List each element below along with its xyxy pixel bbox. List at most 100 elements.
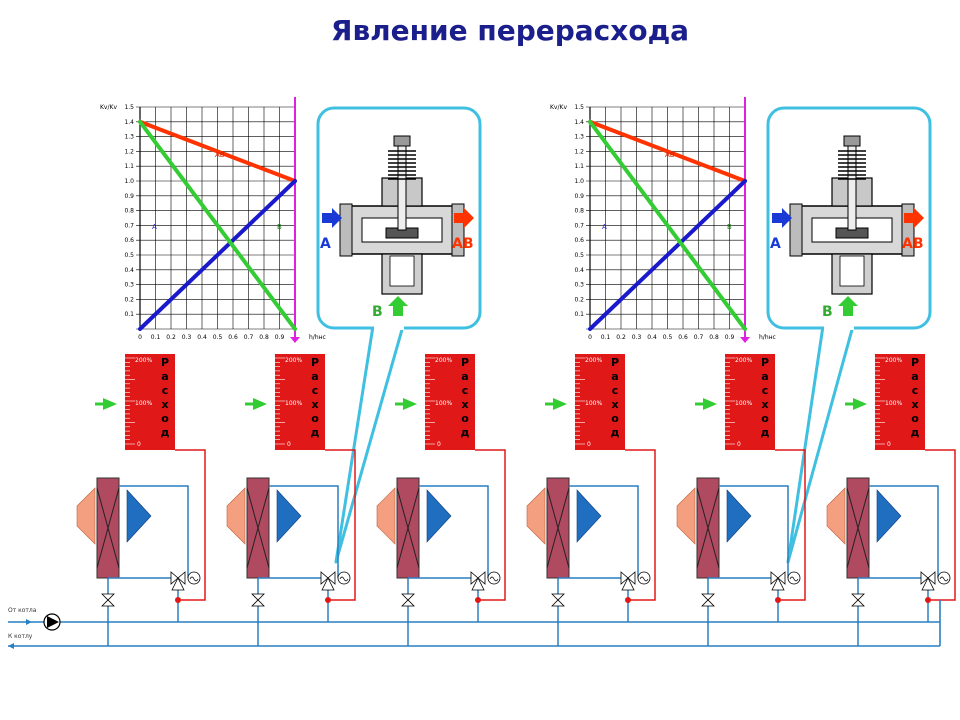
gauge-letter: о: [611, 412, 619, 425]
x-tick-label: 0.7: [244, 334, 254, 341]
three-way-valve-left: [620, 571, 629, 585]
heat-out-arrow: [276, 489, 302, 543]
x-tick-label: 0.3: [632, 334, 642, 341]
y-tick-label: 0.1: [574, 311, 584, 318]
flow-gauge: [875, 354, 925, 450]
x-tick-label: 0.5: [213, 334, 223, 341]
x-tick-label: 0.9: [725, 334, 735, 341]
supply-branch-pipe: [419, 485, 489, 578]
x-tick-label: 0: [138, 334, 142, 341]
port-b-arrow: [388, 296, 408, 316]
callout-join: [824, 320, 854, 330]
exchanger-cross-2: [396, 487, 420, 569]
series-label-b: B: [277, 223, 282, 231]
actuator-symbol: [489, 576, 499, 582]
balancing-valve-top: [251, 593, 265, 601]
actuator-symbol: [639, 576, 649, 582]
gauge-letter: Р: [911, 356, 919, 369]
x-tick-label: 0.7: [694, 334, 704, 341]
port-a-arrow: [322, 208, 342, 228]
exchanger-cross-2: [546, 487, 570, 569]
three-way-valve-left: [920, 571, 929, 585]
x-tick-label: 0.3: [182, 334, 192, 341]
balancing-valve-top: [851, 593, 865, 601]
gauge-letter: х: [611, 398, 618, 411]
y-tick-label: 0.1: [124, 311, 134, 318]
supply-branch-pipe: [569, 485, 639, 578]
y-tick-label: 1.0: [124, 178, 134, 185]
gauge-label-top: 200%: [885, 357, 902, 364]
actuator-symbol: [189, 576, 199, 582]
three-way-valve-bottom: [921, 577, 935, 591]
gauge-letter: х: [911, 398, 918, 411]
actuator-symbol: [339, 576, 349, 582]
supply-label: От котла: [8, 607, 37, 614]
exchanger-cross-2: [846, 487, 870, 569]
gauge-letter: х: [311, 398, 318, 411]
three-way-valve-left: [470, 571, 479, 585]
series-label-ab: AB: [215, 151, 225, 159]
gauge-label-top: 200%: [285, 357, 302, 364]
heat-out-arrow: [126, 489, 152, 543]
port-b-label: B: [372, 304, 383, 320]
x-tick-label: 0.2: [166, 334, 176, 341]
gauge-pointer-arrow: [253, 398, 267, 410]
flow-gauge: [275, 354, 325, 450]
series-label-a: A: [602, 223, 607, 231]
valve-stem-top: [393, 135, 411, 147]
gauge-pointer-arrow: [553, 398, 567, 410]
gauge-letter: Р: [761, 356, 769, 369]
valve-bottom-bore: [839, 255, 865, 287]
gauge-letter: х: [761, 398, 768, 411]
heat-in-arrow: [376, 487, 396, 545]
x-tick-label: 0: [588, 334, 592, 341]
valve-actuator: [337, 571, 351, 585]
valve-bottom-bore: [389, 255, 415, 287]
series-line-b: [588, 119, 747, 331]
gauge-letter: д: [911, 426, 920, 439]
gauge-pipe: [475, 449, 506, 601]
gauge-letter: д: [611, 426, 620, 439]
y-tick-label: 1.5: [574, 104, 584, 111]
gauge-label-mid: 100%: [285, 400, 302, 407]
three-way-valve-bottom: [471, 577, 485, 591]
gauge-label-zero: 0: [137, 441, 141, 448]
return-flow-arrow: [8, 643, 14, 649]
gauge-label-zero: 0: [587, 441, 591, 448]
heat-out-arrow: [576, 489, 602, 543]
gauge-letter: с: [612, 384, 619, 397]
heat-in-arrow: [526, 487, 546, 545]
gauge-pipe: [175, 449, 206, 601]
sensor-dot: [775, 597, 781, 603]
y-tick-label: 1.3: [124, 134, 134, 141]
x-tick-label: 0.9: [275, 334, 285, 341]
heat-in-arrow: [226, 487, 246, 545]
supply-branch-pipe: [869, 485, 939, 578]
series-line-ab: [588, 119, 747, 183]
gauge-label-zero: 0: [887, 441, 891, 448]
exchanger-cross-2: [96, 487, 120, 569]
supply-flow-arrow: [26, 619, 32, 625]
x-axis-label: h/hнс: [309, 334, 326, 341]
three-way-valve-bottom: [771, 577, 785, 591]
x-tick-label: 0.5: [663, 334, 673, 341]
gauge-letter: о: [911, 412, 919, 425]
three-way-valve-right: [177, 571, 186, 585]
three-way-valve-bottom: [621, 577, 635, 591]
valve-actuator: [187, 571, 201, 585]
flow-gauge: [425, 354, 475, 450]
heat-in-arrow: [826, 487, 846, 545]
gauge-label-top: 200%: [735, 357, 752, 364]
sensor-dot: [475, 597, 481, 603]
balancing-valve-bottom: [551, 599, 565, 607]
flow-gauge: [125, 354, 175, 450]
y-tick-label: 0.3: [574, 282, 584, 289]
balancing-valve-bottom: [701, 599, 715, 607]
y-tick-label: 0.6: [574, 237, 584, 244]
gauge-label-zero: 0: [737, 441, 741, 448]
gauge-letter: д: [761, 426, 770, 439]
series-line-ab: [138, 119, 297, 183]
gauge-letter: а: [611, 370, 618, 383]
gauge-letter: с: [312, 384, 319, 397]
